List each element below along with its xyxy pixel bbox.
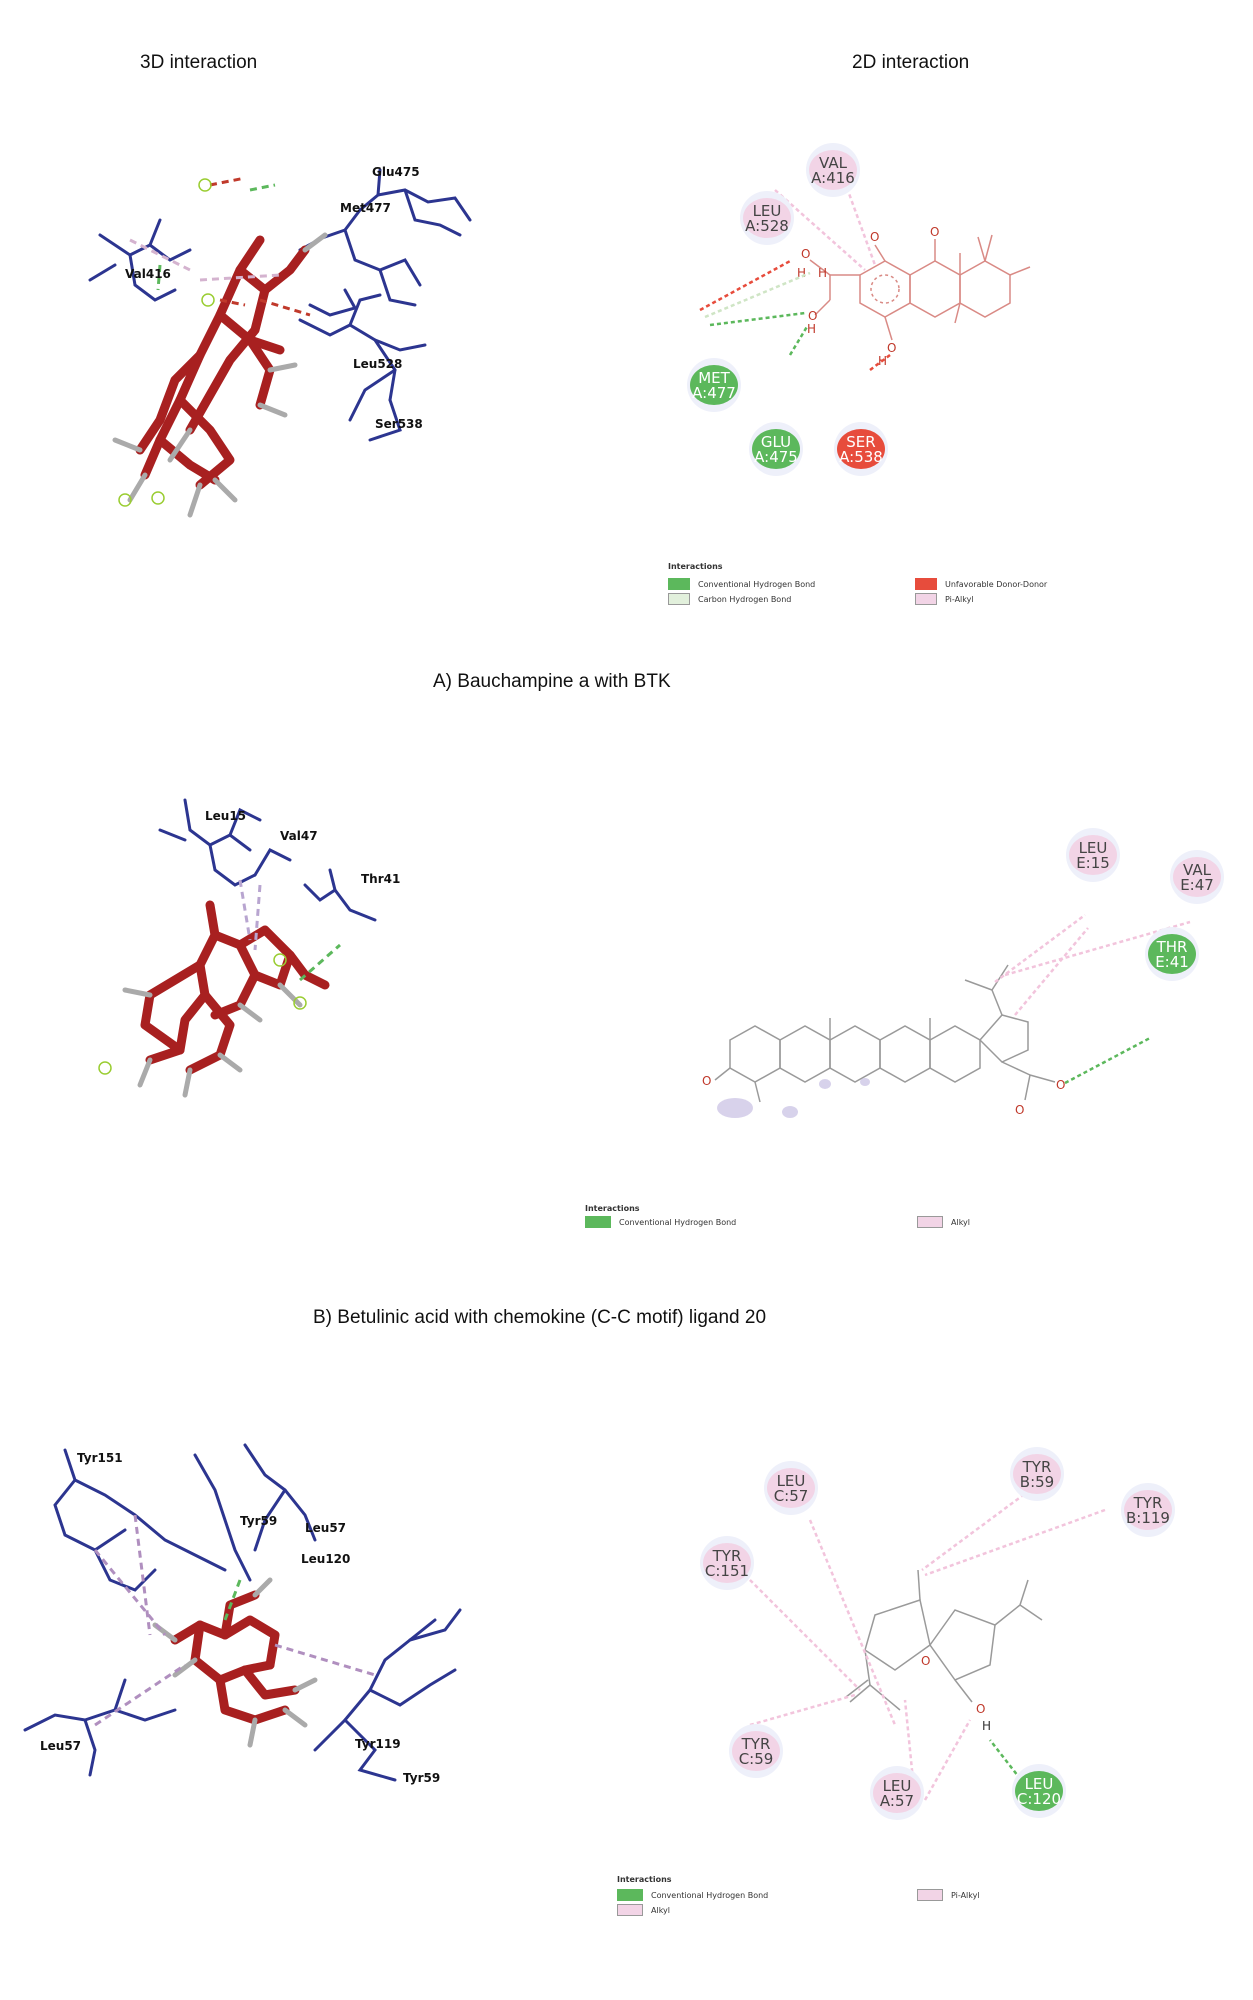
label3d-leu120: Leu120 [301,1552,350,1566]
atom-o-3: O [801,247,810,261]
solvent-blobs-b [717,1078,870,1118]
ligand-2d-a [809,234,1031,341]
atom-o-b3: O [1056,1078,1065,1092]
atom-h-2: H [818,266,827,280]
atom-o-1: O [930,225,939,239]
legend-c: Interactions Conventional Hydrogen Bond … [617,1875,1037,1919]
legend-a-item-carbon-h: Carbon Hydrogen Bond [668,593,791,605]
legend-b-title: Interactions [585,1204,640,1213]
legend-c-item-conventional: Conventional Hydrogen Bond [617,1889,768,1901]
ligand-hydrogens-c [152,1577,318,1748]
label3d-thr41: Thr41 [361,872,400,886]
protein-sticks-a [88,168,472,442]
ligand-sticks-b [140,900,330,1075]
ligand-sticks-a [135,235,310,490]
label3d-tyr59-bottom: Tyr59 [403,1771,440,1785]
ligand-hydrogens-a [112,232,328,518]
atom-o-c1: O [921,1654,930,1668]
protein-sticks-b [158,798,377,922]
interaction-lines-b [994,913,1191,1085]
interaction-dashes-a [129,176,311,317]
label3d-tyr119: Tyr119 [355,1737,401,1751]
legend-a: Interactions Conventional Hydrogen Bond … [668,562,1088,607]
atom-o-5: O [887,341,896,355]
atom-o-2: O [870,230,879,244]
panel-c-3d: Tyr151 Tyr59 Leu57 Leu120 Leu57 Tyr119 T… [23,1443,462,1785]
header-3d: 3D interaction [140,52,258,73]
caption-a: A) Bauchampine a with BTK [433,671,671,692]
ligand-hydrogens-b [122,982,303,1098]
interaction-lines-a [699,154,891,371]
label3d-ser538: Ser538 [375,417,423,431]
atom-h-c1: H [982,1719,991,1733]
ligand-sticks-c [170,1590,300,1725]
legend-a-item-conventional: Conventional Hydrogen Bond [668,578,815,590]
interaction-dashes-b [238,879,341,982]
atom-o-c2: O [976,1702,985,1716]
hbond-spheres-b [98,953,307,1075]
label3d-val416: Val416 [125,267,171,281]
hbond-spheres-a [118,178,215,507]
panel-c-2d: O O H [744,1488,1106,1801]
panel-b-2d: O O O [702,913,1191,1118]
header-2d: 2D interaction [852,52,970,73]
atom-o-4: O [808,309,817,323]
legend-a-item-pi-alkyl: Pi-Alkyl [915,593,974,605]
label3d-glu475: Glu475 [372,165,420,179]
interaction-lines-c [744,1488,1106,1801]
label3d-leu528: Leu528 [353,357,402,371]
panel-b-3d: Leu15 Val47 Thr41 [98,798,400,1098]
legend-c-item-pi-alkyl: Pi-Alkyl [917,1889,980,1901]
atom-h-3: H [807,322,816,336]
legend-c-title: Interactions [617,1875,672,1884]
protein-sticks-c [23,1443,462,1782]
legend-a-item-unfavorable: Unfavorable Donor-Donor [915,578,1047,590]
label3d-tyr151: Tyr151 [77,1451,123,1465]
legend-b-item-conventional: Conventional Hydrogen Bond [585,1216,736,1228]
ligand-2d-b [714,964,1056,1103]
legend-c-item-alkyl: Alkyl [617,1904,670,1916]
label3d-tyr59-top: Tyr59 [240,1514,277,1528]
ligand-2d-c [845,1569,1043,1711]
label3d-leu15: Leu15 [205,809,246,823]
atom-o-b1: O [702,1074,711,1088]
legend-b: Interactions Conventional Hydrogen Bond … [585,1204,1005,1232]
caption-b: B) Betulinic acid with chemokine (C-C mo… [313,1307,767,1328]
interaction-dashes-c [93,1514,376,1727]
label3d-leu57-bottom: Leu57 [40,1739,81,1753]
legend-a-title: Interactions [668,562,723,571]
atom-o-b2: O [1015,1103,1024,1117]
panel-a-3d: Glu475 Met477 Val416 Leu528 Ser538 [88,165,472,518]
panel-a-2d: O O O O O H H H H [699,154,1031,371]
label3d-val47: Val47 [280,829,318,843]
atom-h-1: H [797,266,806,280]
label3d-leu57-top: Leu57 [305,1521,346,1535]
label3d-met477: Met477 [340,201,391,215]
legend-b-item-alkyl: Alkyl [917,1216,970,1228]
